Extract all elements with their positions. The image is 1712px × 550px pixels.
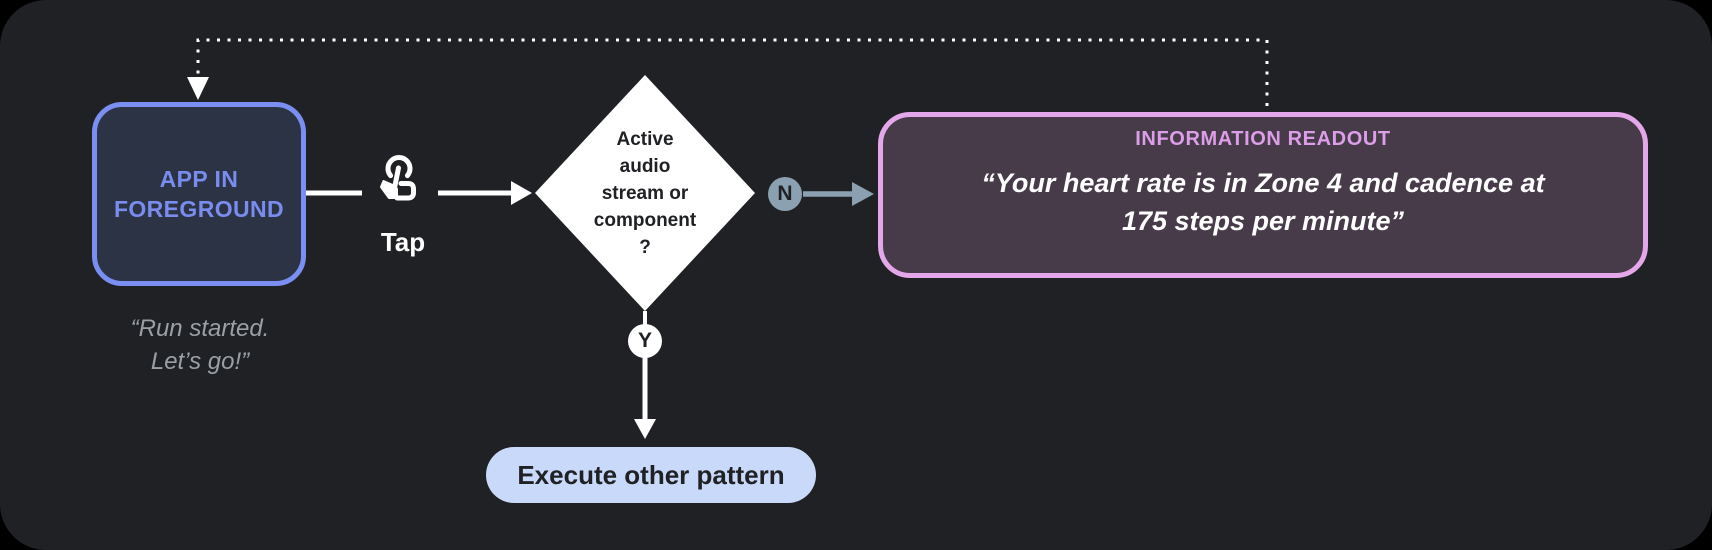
readout-quote-line1: “Your heart rate is in Zone 4 and cadenc… [981,168,1545,198]
decision-label-line1: Active [616,129,674,150]
arrowhead-no-to-readout-icon [852,182,874,206]
execute-pattern-node: Execute other pattern [486,447,816,503]
readout-quote-line2: 175 steps per minute” [1121,206,1405,236]
app-node-label-line2: FOREGROUND [113,196,285,222]
arrowhead-tap-to-decision-icon [511,181,532,205]
decision-diamond [535,75,755,311]
tap-label: Tap [380,227,426,257]
decision-label-line3: stream or [601,183,689,204]
decision-label-line4: component [593,210,697,231]
app-voice-quote-line1: “Run started. [130,315,270,342]
app-voice-quote-line2: Let’s go!” [150,348,250,375]
readout-title: INFORMATION READOUT [1135,128,1391,150]
app-node-label-line1: APP IN [159,166,239,192]
decision-label: Active audio stream or component ? [545,126,745,261]
feedback-dotted-line [196,38,1269,106]
decision-label-line5: ? [639,237,651,258]
arrowhead-yes-to-action-icon [634,419,656,439]
feedback-arrowhead-icon [187,77,209,100]
branch-yes-badge: Y [628,324,662,358]
app-voice-quote: “Run started. Let’s go!” [52,312,348,378]
readout-quote: “Your heart rate is in Zone 4 and cadenc… [883,164,1643,240]
tap-gesture-icon [380,155,416,201]
decision-label-line2: audio [619,156,671,177]
branch-no-badge: N [768,177,802,211]
information-readout-node: INFORMATION READOUT “Your heart rate is … [878,112,1648,278]
app-foreground-node: APP IN FOREGROUND [92,102,306,286]
